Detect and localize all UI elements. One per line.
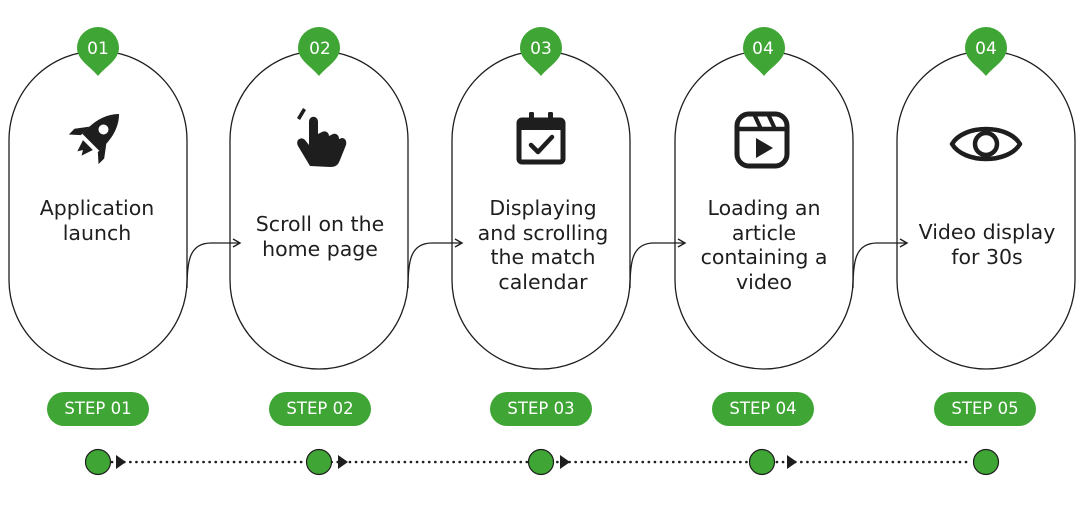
timeline-arrow-2 <box>338 455 348 469</box>
eye-icon <box>949 126 1023 162</box>
step-4-label-line: article <box>731 220 797 245</box>
timeline-arrow-1 <box>116 455 126 469</box>
timeline-dot-5 <box>972 448 1000 476</box>
step-5-label-line: Video display <box>918 220 1056 244</box>
step-2-label-line: Scroll on the <box>255 212 385 236</box>
step-5-number: 04 <box>975 39 997 59</box>
step-5-pin <box>965 27 1007 76</box>
timeline-dot-4 <box>748 448 776 476</box>
step-4-to-5-arrow <box>852 238 909 289</box>
step-4-label-line: Loading an <box>707 196 821 220</box>
step-3-label-line: and scrolling <box>477 220 609 245</box>
step-2-label: Scroll on the home page <box>232 212 408 261</box>
rocket-icon <box>68 113 120 165</box>
step-3-to-4-arrow <box>629 238 687 289</box>
step-2-card <box>229 50 409 370</box>
calendar-check-icon <box>516 112 566 165</box>
step-3-number: 03 <box>530 39 552 59</box>
step-1-label-line: Application <box>39 196 155 220</box>
step-2-pin <box>298 27 340 76</box>
step-4-pin <box>743 27 785 76</box>
step-1-label: Application launch <box>9 196 185 245</box>
step-3-label-line: calendar <box>498 269 588 294</box>
step-1-label-line: launch <box>62 220 132 245</box>
step-4-label-line: video <box>736 269 792 294</box>
step-3-label-line: Displaying <box>489 196 597 220</box>
timeline-arrow-4 <box>787 455 797 469</box>
step-1-number: 01 <box>87 39 109 59</box>
step-4-number: 04 <box>752 39 774 59</box>
timeline-dot-1 <box>84 448 112 476</box>
timeline-dot-2 <box>305 448 333 476</box>
step-4-badge: STEP 04 <box>712 392 814 426</box>
step-3-badge: STEP 03 <box>490 392 592 426</box>
step-5-label: Video display for 30s <box>899 220 1075 269</box>
step-4-label-line: containing a <box>700 245 828 269</box>
step-4-label: Loading an article containing a video <box>676 196 852 294</box>
step-1-badge: STEP 01 <box>47 392 149 426</box>
timeline-arrow-3 <box>560 455 570 469</box>
step-1-to-2-arrow <box>186 238 242 289</box>
scroll-gesture-icon <box>297 108 347 167</box>
step-3-pin <box>520 27 562 76</box>
step-2-badge: STEP 02 <box>269 392 371 426</box>
step-5-label-line: for 30s <box>951 244 1023 269</box>
step-5-badge: STEP 05 <box>934 392 1036 426</box>
step-2-label-line: home page <box>262 236 378 261</box>
timeline-dot-3 <box>527 448 555 476</box>
step-2-number: 02 <box>309 39 331 59</box>
step-2-to-3-arrow <box>407 238 464 289</box>
step-3-label: Displaying and scrolling the match calen… <box>455 196 631 294</box>
step-1-pin <box>77 27 119 76</box>
step-5-card <box>896 50 1076 370</box>
video-play-icon <box>734 111 790 169</box>
step-3-label-line: the match <box>490 245 596 269</box>
